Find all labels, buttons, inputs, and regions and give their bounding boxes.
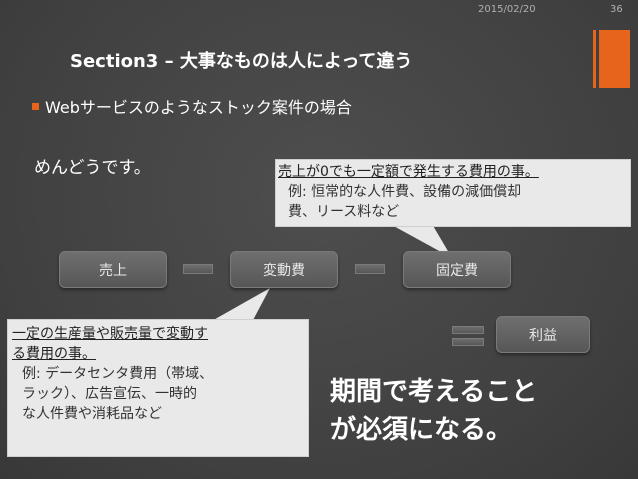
profit-label: 利益 [529, 327, 557, 344]
bullet-text: Webサービスのようなストック案件の場合 [45, 98, 352, 117]
callout-variable-tail [210, 288, 270, 322]
callout-variable-cost: 一定の生産量や販売量で変動す る費用の事。 例: データセンタ費用（帯域、 ラッ… [8, 320, 308, 456]
slide-date: 2015/02/20 [478, 4, 536, 15]
conclusion-line-1: 期間で考えること [330, 377, 538, 407]
callout-fixed-body-2: 費、リース料など [288, 204, 400, 220]
callout-variable-body-1: 例: データセンタ費用（帯域、 [22, 366, 214, 382]
equals-bar-top [452, 326, 484, 334]
minus-sign-2 [355, 264, 385, 274]
fixed-cost-box: 固定費 [403, 251, 511, 288]
conclusion-line-2: が必須になる。 [330, 415, 513, 445]
callout-fixed-tail [390, 224, 452, 258]
callout-fixed-body-1: 例: 恒常的な人件費、設備の減価償却 [288, 184, 522, 200]
subtext: めんどうです。 [34, 158, 151, 178]
page-number: 36 [610, 4, 623, 15]
callout-variable-body-3: な人件費や消耗品など [22, 406, 162, 422]
callout-fixed-head: 売上が0でも一定額で発生する費用の事。 [278, 164, 539, 180]
sales-label: 売上 [99, 262, 127, 279]
minus-sign-1 [183, 264, 213, 274]
slide-title: Section3 – 大事なものは人によって違う [70, 51, 413, 72]
callout-fixed-cost: 売上が0でも一定額で発生する費用の事。 例: 恒常的な人件費、設備の減価償却 費… [276, 160, 630, 226]
equals-bar-bottom [452, 338, 484, 346]
profit-box: 利益 [496, 316, 590, 353]
callout-variable-head-2: る費用の事。 [12, 346, 96, 362]
bullet-item: Webサービスのようなストック案件の場合 [32, 94, 352, 118]
variable-cost-box: 変動費 [230, 251, 338, 288]
accent-bar-thin [593, 30, 596, 88]
fixed-cost-label: 固定費 [436, 262, 478, 279]
accent-bar-thick [599, 30, 630, 88]
callout-variable-head-1: 一定の生産量や販売量で変動す [12, 326, 208, 342]
callout-variable-body-2: ラック）、広告宣伝、一時的 [22, 386, 197, 402]
bullet-square-icon [32, 103, 39, 110]
conclusion-text: 期間で考えること が必須になる。 [330, 373, 537, 449]
variable-cost-label: 変動費 [263, 262, 305, 279]
sales-box: 売上 [59, 251, 167, 288]
